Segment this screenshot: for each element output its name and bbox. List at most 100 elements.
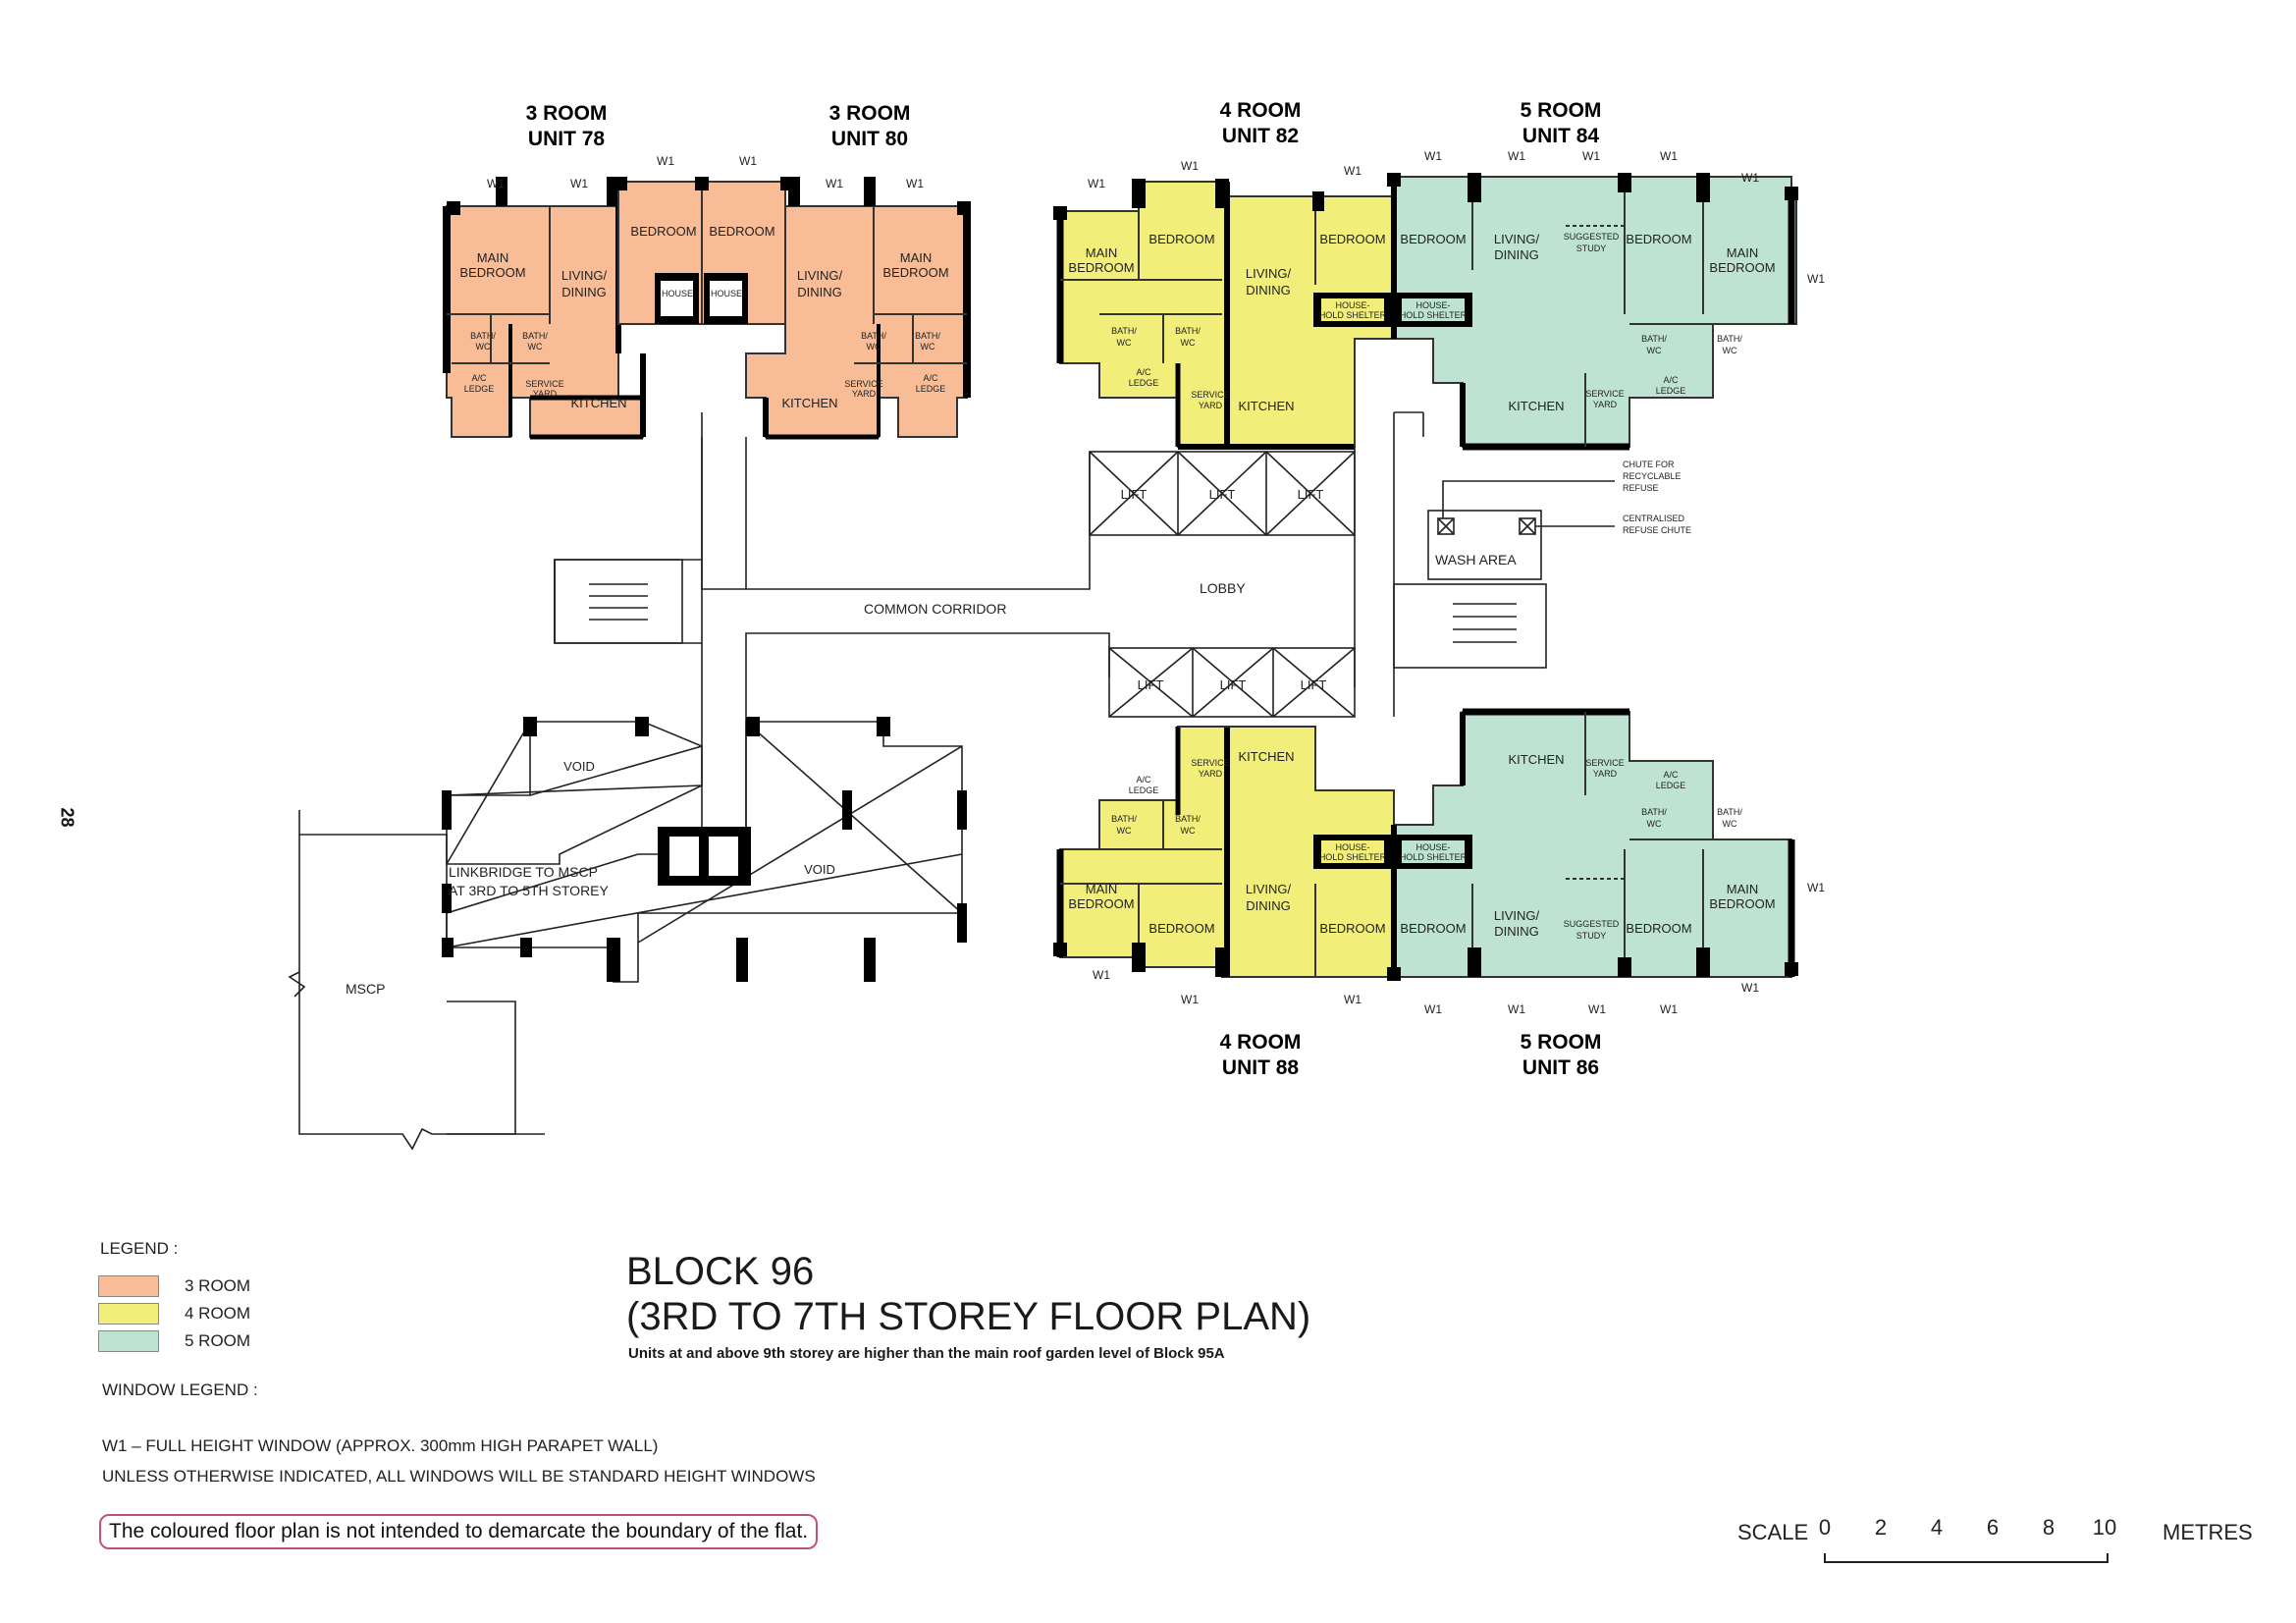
svg-text:W1: W1	[1181, 993, 1199, 1006]
svg-text:W1: W1	[1741, 981, 1759, 995]
svg-text:LEDGE: LEDGE	[1129, 378, 1159, 388]
svg-text:HOLD SHELTER: HOLD SHELTER	[1400, 310, 1468, 320]
common-corridor-label: COMMON CORRIDOR	[864, 601, 1006, 617]
svg-text:BEDROOM: BEDROOM	[1148, 921, 1214, 936]
svg-text:WC: WC	[867, 342, 881, 352]
svg-text:LIFT: LIFT	[1220, 677, 1247, 692]
unit-86-number: UNIT 86	[1522, 1056, 1599, 1079]
svg-text:W1: W1	[1424, 1002, 1442, 1016]
svg-text:SERVICE: SERVICE	[525, 379, 563, 389]
scale-tick-6: 6	[1986, 1515, 2000, 1540]
svg-text:SERVICE: SERVICE	[844, 379, 882, 389]
svg-text:WC: WC	[1181, 338, 1196, 348]
svg-text:REFUSE: REFUSE	[1623, 483, 1659, 493]
svg-text:BEDROOM: BEDROOM	[1626, 921, 1691, 936]
svg-text:WC: WC	[1647, 819, 1662, 829]
svg-text:KITCHEN: KITCHEN	[1508, 399, 1564, 413]
svg-text:LEDGE: LEDGE	[464, 384, 495, 394]
svg-text:W1: W1	[1741, 171, 1759, 185]
svg-text:HOUSE: HOUSE	[662, 289, 693, 298]
svg-text:SUGGESTED: SUGGESTED	[1564, 919, 1620, 929]
svg-text:BEDROOM: BEDROOM	[630, 224, 696, 239]
window-legend-line1: W1 – FULL HEIGHT WINDOW (APPROX. 300mm H…	[102, 1436, 659, 1455]
unit-82-number: UNIT 82	[1222, 125, 1299, 147]
svg-text:W1: W1	[1093, 968, 1110, 982]
svg-text:MAIN: MAIN	[1727, 245, 1759, 260]
svg-text:W1: W1	[1660, 1002, 1678, 1016]
lobby-label: LOBBY	[1200, 580, 1246, 596]
svg-text:WC: WC	[476, 342, 491, 352]
svg-text:VOID: VOID	[804, 862, 835, 877]
wash-area-label: WASH AREA	[1435, 552, 1517, 568]
svg-text:BEDROOM: BEDROOM	[1709, 896, 1775, 911]
svg-text:BEDROOM: BEDROOM	[1148, 232, 1214, 246]
svg-text:DINING: DINING	[1246, 898, 1291, 913]
svg-text:REFUSE CHUTE: REFUSE CHUTE	[1623, 525, 1691, 535]
plan-title: BLOCK 96 (3RD TO 7TH STOREY FLOOR PLAN)	[626, 1249, 1310, 1339]
svg-text:W1: W1	[1807, 881, 1825, 894]
svg-text:WC: WC	[1117, 826, 1132, 836]
svg-text:WC: WC	[1723, 346, 1737, 355]
svg-text:LIFT: LIFT	[1138, 677, 1164, 692]
legend-item-4-room: 4 ROOM	[98, 1300, 250, 1327]
svg-text:WC: WC	[528, 342, 543, 352]
plan-subtitle: Units at and above 9th storey are higher…	[628, 1345, 1225, 1362]
legend-heading: LEGEND :	[100, 1239, 179, 1258]
svg-text:BATH/: BATH/	[1717, 807, 1742, 817]
unit-80-plan: MAIN BEDROOM LIVING/ DINING BATH/ WC BAT…	[745, 177, 971, 440]
svg-text:MAIN: MAIN	[900, 250, 933, 265]
svg-text:W1: W1	[1181, 159, 1199, 173]
legend-item-3-room: 3 ROOM	[98, 1272, 250, 1300]
disclaimer-note: The coloured floor plan is not intended …	[99, 1514, 819, 1549]
svg-text:A/C: A/C	[923, 373, 938, 383]
svg-text:BEDROOM: BEDROOM	[459, 265, 525, 280]
svg-text:WC: WC	[921, 342, 935, 352]
unit-86-type: 5 ROOM	[1521, 1031, 1602, 1054]
mscp-label: MSCP	[346, 981, 385, 997]
unit-86-plan: HOUSE- HOLD SHELTER KITCHEN SERVICE YARD…	[1387, 708, 1798, 981]
svg-text:SUGGESTED: SUGGESTED	[1564, 232, 1620, 242]
svg-text:LEDGE: LEDGE	[1656, 386, 1686, 396]
svg-text:BEDROOM: BEDROOM	[1626, 232, 1691, 246]
svg-text:MAIN: MAIN	[1086, 245, 1118, 260]
svg-text:BEDROOM: BEDROOM	[1400, 921, 1466, 936]
svg-text:HOLD SHELTER: HOLD SHELTER	[1400, 852, 1468, 862]
svg-text:W1: W1	[657, 154, 674, 168]
svg-text:SERVICE: SERVICE	[1585, 758, 1624, 768]
svg-text:WC: WC	[1723, 819, 1737, 829]
svg-text:YARD: YARD	[1199, 769, 1223, 779]
scale-label: SCALE	[1737, 1520, 1809, 1544]
svg-text:W1: W1	[906, 177, 924, 190]
svg-text:HOUSE-: HOUSE-	[1415, 842, 1450, 852]
svg-text:BEDROOM: BEDROOM	[1319, 232, 1385, 246]
svg-text:CENTRALISED: CENTRALISED	[1623, 514, 1685, 523]
svg-text:BATH/: BATH/	[1641, 334, 1667, 344]
unit-78-type: 3 ROOM	[526, 102, 608, 125]
svg-text:HOUSE-: HOUSE-	[1335, 842, 1369, 852]
svg-text:W1: W1	[1508, 149, 1525, 163]
void-linkbridge-area	[288, 721, 963, 1151]
svg-text:W1: W1	[1588, 1002, 1606, 1016]
svg-text:BATH/: BATH/	[470, 331, 496, 341]
svg-text:DINING: DINING	[1246, 283, 1291, 298]
svg-text:HOUSE-: HOUSE-	[1415, 300, 1450, 310]
linkbridge-label: LINKBRIDGE TO MSCP	[449, 864, 598, 880]
svg-text:YARD: YARD	[1593, 769, 1618, 779]
svg-text:KITCHEN: KITCHEN	[781, 396, 837, 410]
svg-text:LIVING/: LIVING/	[1494, 232, 1540, 246]
svg-text:LIFT: LIFT	[1121, 487, 1148, 502]
void-walls	[442, 717, 967, 982]
legend-swatch-5-room	[98, 1330, 159, 1352]
svg-text:W1: W1	[1807, 272, 1825, 286]
unit-80-number: UNIT 80	[831, 128, 908, 150]
svg-text:STUDY: STUDY	[1576, 243, 1607, 253]
svg-text:W1: W1	[826, 177, 843, 190]
svg-text:BATH/: BATH/	[1175, 326, 1201, 336]
unit-88-type: 4 ROOM	[1220, 1031, 1302, 1054]
scale-tick-0: 0	[1818, 1515, 1832, 1540]
svg-text:YARD: YARD	[1199, 401, 1223, 410]
svg-text:LIVING/: LIVING/	[1246, 266, 1292, 281]
scale-tick-10: 10	[2092, 1515, 2117, 1540]
svg-text:MAIN: MAIN	[1727, 882, 1759, 896]
svg-text:HOLD SHELTER: HOLD SHELTER	[1319, 310, 1387, 320]
